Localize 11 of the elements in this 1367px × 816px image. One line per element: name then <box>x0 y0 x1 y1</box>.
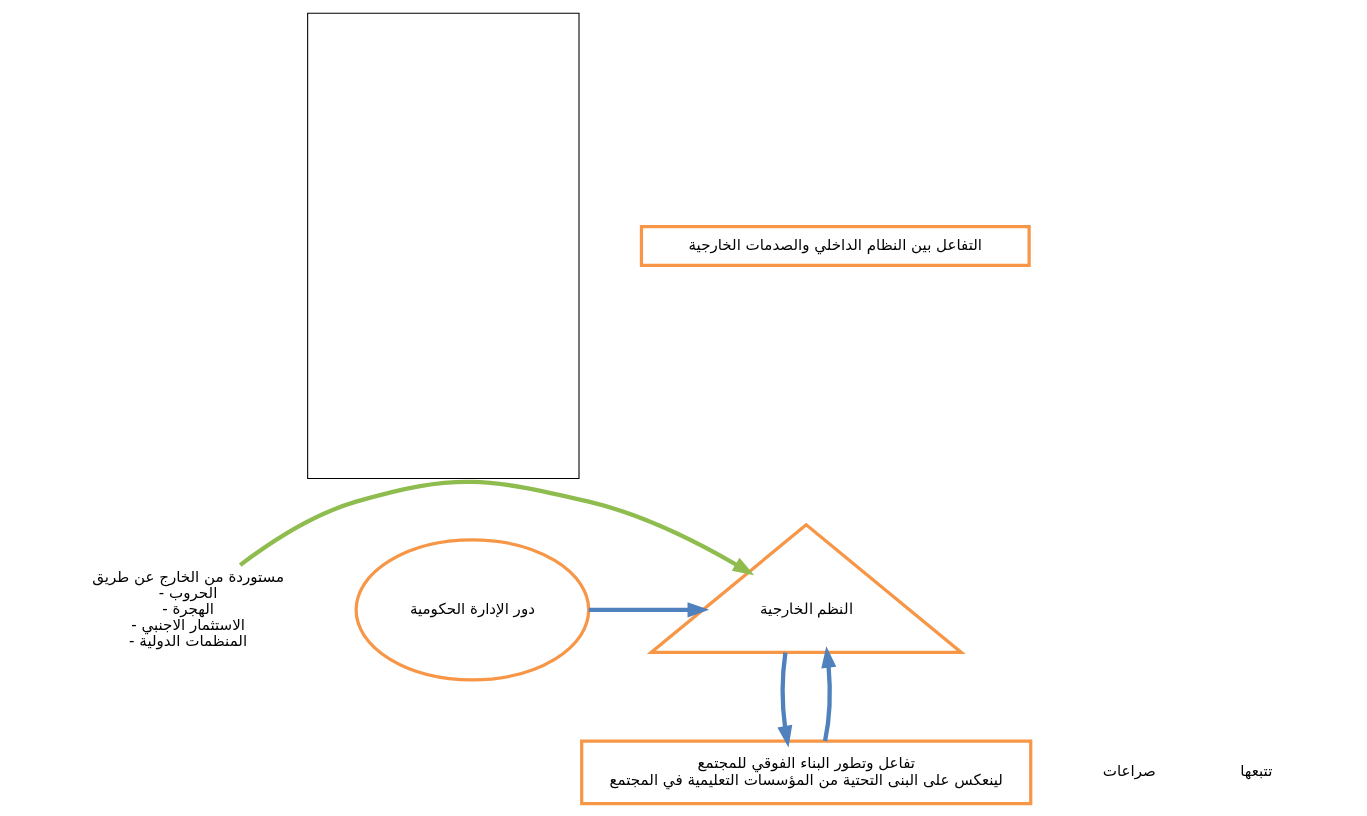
node-box <box>306 12 580 479</box>
arrow <box>238 479 754 575</box>
arrow <box>820 645 836 741</box>
label: تتبعها <box>1239 761 1272 780</box>
arrow <box>776 651 792 747</box>
arrow <box>588 601 709 617</box>
label: صراعات <box>1102 761 1156 780</box>
node-text: مستوردة من الخارج عن طريق - الحروب - الهجرة - الاستثمار الاجنبي - المنظمات الدولية <box>91 567 284 650</box>
node-ellipse: دور الإدارة الحكومية <box>354 537 590 681</box>
node-box: تفاعل وتطور البناء الفوقي للمجتمع لينعكس على البنى التحتية من المؤسسات التعليمية في المجتمع <box>579 739 1032 805</box>
node-box: التفاعل بين النظام الداخلي والصدمات الخارجية <box>639 224 1031 267</box>
